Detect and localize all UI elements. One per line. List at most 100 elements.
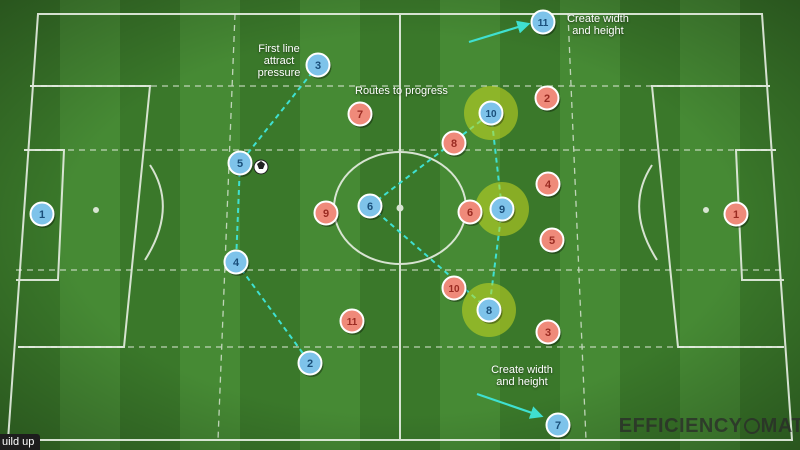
pass-10-9	[490, 112, 503, 210]
arrow-to-7	[476, 392, 544, 419]
blue-player-5[interactable]: 5	[227, 150, 254, 178]
token-disc	[29, 201, 55, 227]
token-number: 6	[367, 201, 373, 213]
right-penalty-spot	[703, 207, 709, 213]
token-number: 10	[448, 284, 460, 295]
red-player-3[interactable]: 3	[535, 319, 562, 347]
token-number: 7	[357, 109, 363, 121]
token-disc	[535, 319, 561, 345]
blue-player-11[interactable]: 11	[530, 9, 557, 37]
token-disc	[441, 275, 467, 301]
left-goal-area	[16, 149, 66, 281]
blue-player-3[interactable]: 3	[305, 52, 332, 80]
brand-watermark: EFFICIENCY MAT	[619, 415, 800, 438]
token-disc	[339, 308, 365, 334]
first-line-note-line3: pressure	[257, 67, 301, 79]
token-number: 11	[538, 18, 549, 29]
token-number: 5	[549, 235, 555, 247]
token-number: 8	[451, 138, 457, 150]
token-disc	[313, 200, 339, 226]
blue-player-8[interactable]: 8	[476, 297, 503, 325]
token-disc	[357, 193, 383, 219]
token-disc	[535, 171, 561, 197]
token-number: 8	[486, 305, 492, 317]
red-player-5[interactable]: 5	[539, 227, 566, 255]
left-penalty-spot	[93, 207, 99, 213]
width-note-bottom: Create width and height	[480, 364, 564, 388]
blue-player-2[interactable]: 2	[297, 350, 324, 378]
token-number: 4	[545, 179, 552, 191]
token-disc	[297, 350, 323, 376]
arrow-to-11	[468, 20, 531, 44]
token-number: 3	[545, 327, 551, 339]
left-penalty-arc	[144, 164, 164, 261]
red-player-6[interactable]: 6	[457, 199, 484, 227]
blue-player-9[interactable]: 9	[489, 196, 516, 224]
red-player-2[interactable]: 2	[534, 85, 561, 113]
blue-player-7[interactable]: 7	[545, 412, 572, 440]
token-disc	[347, 101, 373, 127]
pitch-lines	[6, 13, 794, 441]
width-note-bottom-line1: Create width	[491, 364, 553, 376]
token-disc	[223, 249, 249, 275]
red-player-10[interactable]: 10	[441, 275, 468, 303]
token-number: 10	[485, 109, 497, 120]
token-number: 3	[315, 60, 321, 72]
brand-part1: EFFICIENCY	[618, 415, 743, 437]
token-number: 11	[347, 317, 358, 328]
pass-4-2	[235, 261, 311, 364]
token-disc	[545, 412, 571, 438]
token-disc	[530, 9, 556, 35]
first-line-note-line1: First line	[258, 43, 300, 55]
blue-player-10[interactable]: 10	[478, 100, 505, 128]
routes-note: Routes to progress	[355, 85, 448, 97]
token-disc	[305, 52, 331, 78]
brand-part2: MAT	[760, 415, 800, 437]
red-player-7[interactable]: 7	[347, 101, 374, 129]
blue-player-1[interactable]: 1	[29, 201, 56, 229]
blue-player-6[interactable]: 6	[357, 193, 384, 221]
pass-3-5	[239, 64, 319, 164]
token-number: 2	[544, 93, 550, 105]
token-disc	[489, 196, 515, 222]
token-number: 4	[233, 257, 240, 269]
ball-icon	[253, 159, 269, 175]
token-number: 7	[555, 420, 561, 432]
red-player-9[interactable]: 9	[313, 200, 340, 228]
token-disc	[478, 100, 504, 126]
token-disc	[227, 150, 253, 176]
token-disc	[539, 227, 565, 253]
first-line-note-line2: attract	[263, 55, 295, 67]
token-number: 5	[237, 158, 243, 170]
brand-ball-icon	[743, 418, 760, 434]
token-number: 9	[499, 204, 505, 216]
red-player-8[interactable]: 8	[441, 130, 468, 158]
movement-arrows	[468, 20, 544, 419]
token-disc	[534, 85, 560, 111]
right-penalty-arc	[638, 164, 658, 261]
phase-tag: uild up	[0, 434, 41, 450]
token-number: 9	[323, 208, 329, 220]
width-note-bottom-line2: and height	[496, 376, 548, 388]
token-number: 1	[733, 209, 739, 221]
zone-lines	[16, 13, 784, 441]
blue-player-4[interactable]: 4	[223, 249, 250, 277]
right-penalty-area	[650, 85, 784, 348]
token-disc	[723, 201, 749, 227]
token-number: 6	[467, 207, 473, 219]
red-player-11[interactable]: 11	[339, 308, 366, 336]
first-line-note: First line attract pressure	[244, 43, 314, 79]
red-player-1[interactable]: 1	[723, 201, 750, 229]
pass-5-4	[235, 162, 241, 263]
token-disc	[476, 297, 502, 323]
touchline	[6, 13, 794, 441]
token-number: 2	[307, 358, 313, 370]
width-note-top: Create width and height	[558, 13, 638, 37]
red-player-4[interactable]: 4	[535, 171, 562, 199]
width-note-top-line2: and height	[572, 25, 624, 37]
token-disc	[457, 199, 483, 225]
